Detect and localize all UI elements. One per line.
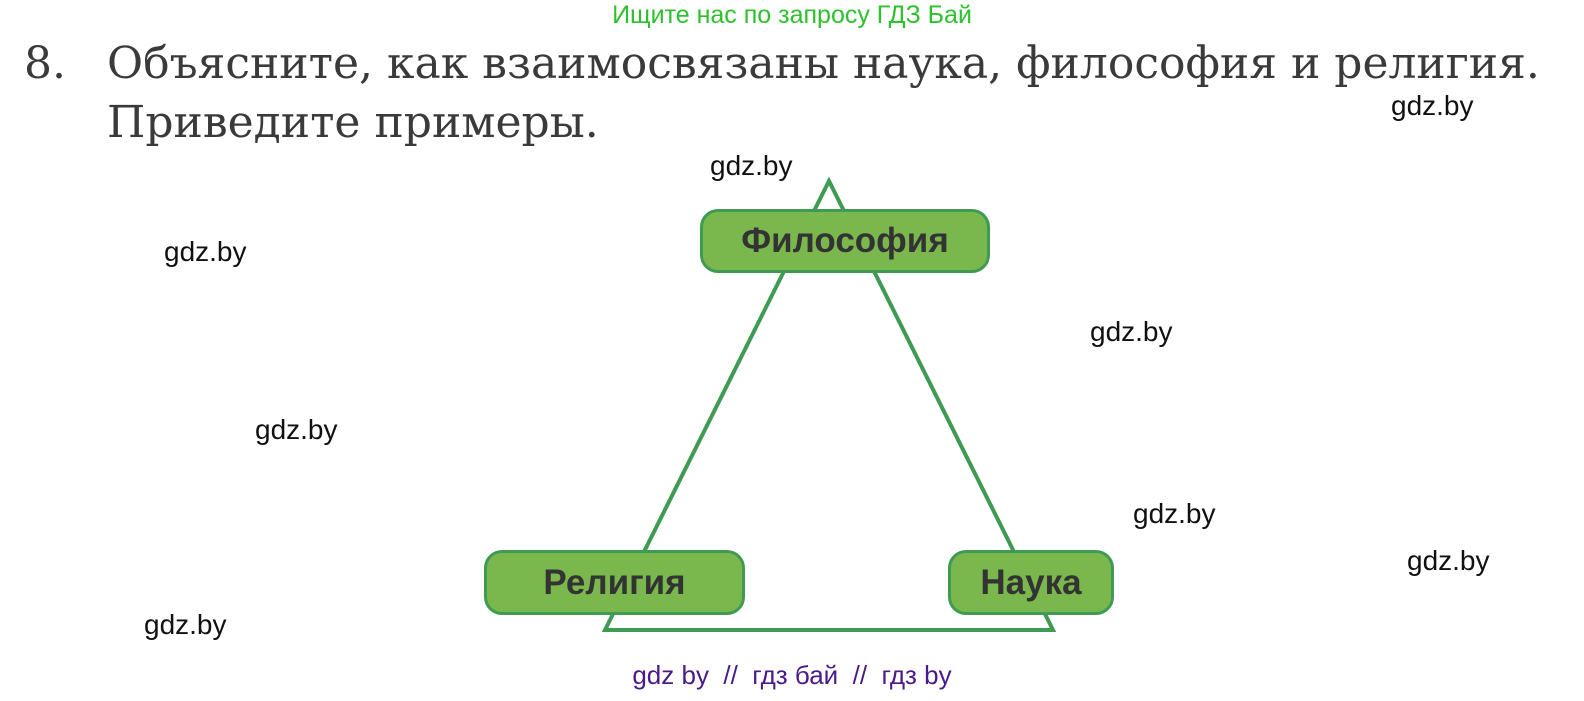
search-banner: Ищите нас по запросу ГДЗ Бай [612,1,972,29]
watermark: gdz.by [144,609,227,640]
watermark: gdz.by [710,150,793,181]
task-question: Объясните, как взаимосвязаны наука, фило… [107,38,1540,89]
node-philosophy: Философия [700,209,990,273]
node-science-label: Наука [980,562,1082,602]
watermark: gdz.by [1391,90,1474,121]
watermark: gdz.by [255,414,338,445]
node-science: Наука [948,550,1114,615]
watermark: gdz.by [1133,498,1216,529]
node-religion-label: Религия [543,562,686,602]
task-instruction: Приведите примеры. [107,97,599,148]
node-philosophy-label: Философия [741,221,949,260]
watermark: gdz.by [164,236,247,267]
node-religion: Религия [484,550,745,615]
watermark: gdz.by [1407,545,1490,576]
footer-watermark: gdz by // гдз бай // гдз by [632,660,952,690]
task-number: 8. [24,38,66,89]
watermark: gdz.by [1090,316,1173,347]
